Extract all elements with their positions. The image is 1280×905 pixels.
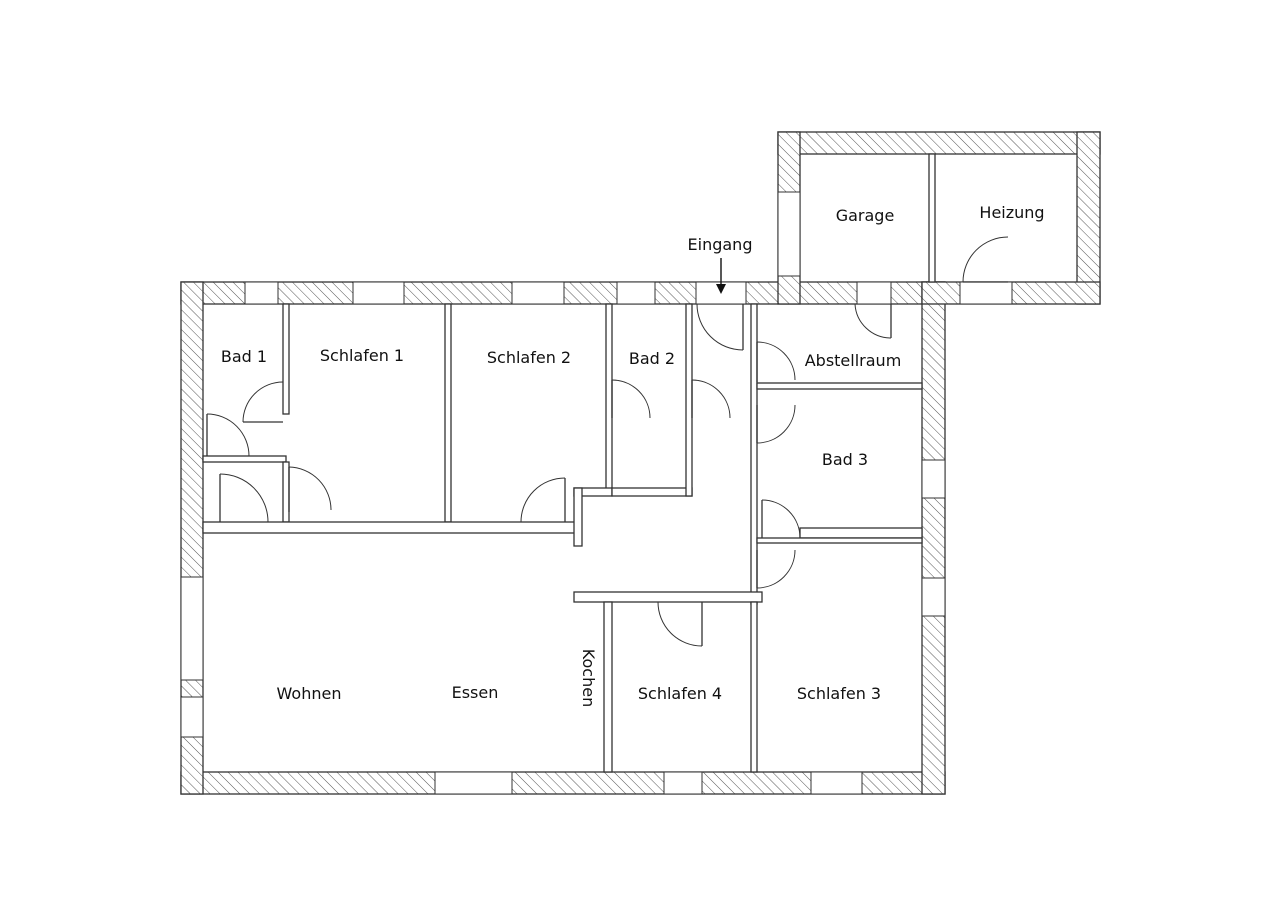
entrance-label: Eingang	[688, 235, 753, 254]
room-label-heizung: Heizung	[979, 203, 1044, 222]
room-labels: Bad 1 Schlafen 1 Schlafen 2 Bad 2 Abstel…	[221, 203, 1045, 707]
room-label-essen: Essen	[452, 683, 499, 702]
room-label-bad-3: Bad 3	[822, 450, 868, 469]
room-label-bad-1: Bad 1	[221, 347, 267, 366]
room-label-wohnen: Wohnen	[277, 684, 342, 703]
entrance-marker: Eingang	[688, 235, 753, 294]
windows	[180, 191, 1013, 795]
room-label-bad-2: Bad 2	[629, 349, 675, 368]
exterior-walls	[180, 131, 1101, 795]
room-label-garage: Garage	[836, 206, 895, 225]
interior-walls	[202, 153, 936, 773]
room-label-abstellraum: Abstellraum	[805, 351, 902, 370]
doors	[206, 236, 1009, 647]
room-label-kochen: Kochen	[579, 649, 598, 707]
room-label-schlafen-3: Schlafen 3	[797, 684, 881, 703]
room-label-schlafen-2: Schlafen 2	[487, 348, 571, 367]
room-label-schlafen-1: Schlafen 1	[320, 346, 404, 365]
room-label-schlafen-4: Schlafen 4	[638, 684, 722, 703]
